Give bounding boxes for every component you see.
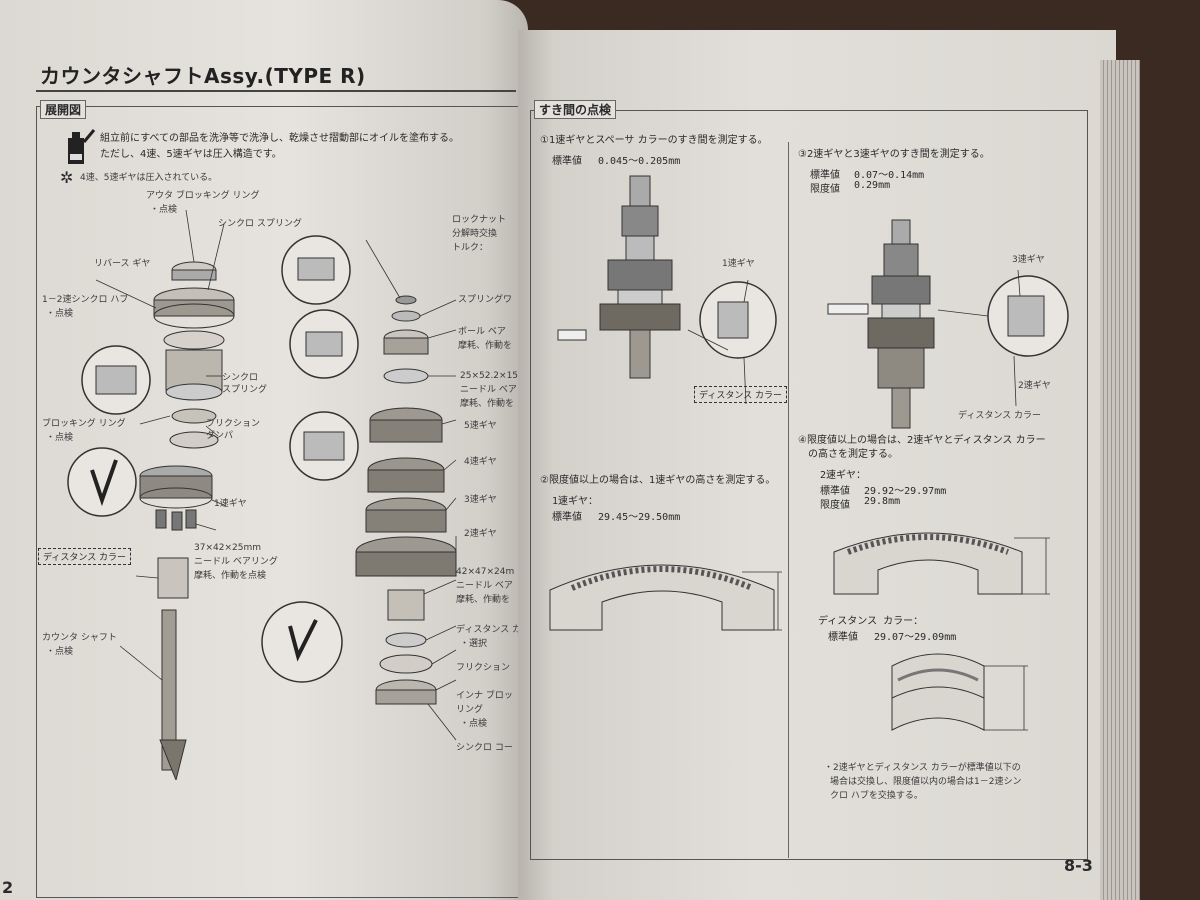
step1-drawing (557, 175, 777, 405)
label-synchro-spring: シンクロ スプリング (222, 373, 268, 395)
collar-std-label: 標準値 (828, 632, 858, 643)
label-hub-check: ・点検 (46, 309, 74, 319)
bottom-note-1: ・2速ギヤとディスタンス カラーが標準値以下の (824, 763, 1021, 773)
label-inner-ring2: リング (456, 705, 484, 715)
left-gear-stack (139, 261, 235, 780)
step1-std-label: 標準値 (552, 156, 582, 167)
label-outer-ring-check: ・点検 (150, 205, 178, 215)
step1-collar-label: ディスタンス カラー (694, 386, 788, 403)
label-blocking-ring: ブロッキング リング (42, 419, 126, 429)
step2-gear3-label: 3速ギヤ (1012, 255, 1045, 265)
gear1-height-drawing (549, 564, 782, 631)
label-ball-bearing: ボール ベア (458, 327, 506, 337)
section-label-exploded: 展開図 (40, 100, 87, 119)
label-countershaft: カウンタ シャフト (42, 633, 117, 643)
label-spring-washer: スプリングワ (458, 295, 513, 305)
label-bearing3-size: 42×47×24m (456, 567, 515, 577)
label-bearing2-name: ニードル ベア (460, 385, 517, 395)
step2b-text2: の高さを測定する。 (808, 449, 898, 460)
step2-drawing (827, 219, 1069, 429)
label-gear2: 2速ギヤ (464, 529, 497, 539)
page-title: カウンタシャフトAssy.(TYPE R) (40, 64, 366, 88)
collar-drawing (891, 653, 1028, 731)
label-reverse-gear: リバース ギヤ (94, 259, 151, 269)
label-synchro-spring-top: シンクロ スプリング (218, 219, 302, 229)
title-rule (36, 90, 516, 92)
step1b-gear: 1速ギヤ： (552, 496, 599, 507)
step2-std-label: 標準値 (810, 170, 840, 181)
step2b-limit-value: 29.8mm (864, 496, 901, 507)
step1b-std-label: 標準値 (552, 512, 582, 523)
oil-instruction: 組立前にすべての部品を洗浄等で洗浄し、乾燥させ摺動部にオイルを塗布する。 (100, 133, 459, 144)
label-torque: トルク： (452, 243, 489, 253)
label-bearing1-size: 37×42×25mm (194, 543, 261, 553)
label-inner-check: ・点検 (460, 719, 488, 729)
step2-text: ③2速ギヤと3速ギヤのすき間を測定する。 (798, 149, 990, 160)
step1b-std-value: 29.45～29.50mm (598, 512, 681, 523)
label-bearing3-note: 摩耗、作動を (456, 595, 511, 605)
right-gear-stack (355, 295, 457, 705)
note-line-2: ただし、4速、5速ギヤは圧入構造です。 (100, 149, 282, 160)
step2b-text1: ④限度値以上の場合は、2速ギヤとディスタンス カラー (798, 435, 1046, 446)
label-select: ・選択 (460, 639, 488, 649)
page-number-left: 2 (2, 878, 14, 897)
step2-limit-value: 0.29mm (854, 180, 891, 191)
page-number-right: 8-3 (1064, 856, 1093, 875)
label-locknut-note: 分解時交換 (452, 229, 498, 239)
label-countershaft-check: ・点検 (46, 647, 74, 657)
clearance-frame (530, 110, 1088, 860)
step2-std-value: 0.07～0.14mm (854, 170, 925, 181)
exploded-drawing (67, 209, 457, 780)
label-hub: 1－2速シンクロ ハブ (42, 295, 129, 305)
step1b-text: ②限度値以上の場合は、1速ギヤの高さを測定する。 (540, 475, 776, 486)
label-gear4: 4速ギヤ (464, 457, 497, 467)
page-edges (1100, 60, 1140, 900)
step2-limit-label: 限度値 (810, 184, 840, 195)
collar-title: ディスタンス カラー： (818, 616, 924, 627)
label-gear1: 1速ギヤ (214, 499, 247, 509)
step2b-gear: 2速ギヤ： (820, 470, 867, 481)
label-locknut: ロックナット (452, 215, 507, 225)
label-synchro-cone: シンクロ コー (456, 743, 513, 753)
label-bearing3-name: ニードル ベア (456, 581, 513, 591)
asterisk-icon: ✲ (60, 168, 74, 187)
right-page: すき間の点検 ①1速ギヤとスペーサ カラーのすき間を測定する。 標準値 0.04… (518, 30, 1116, 900)
label-friction-damper2: フリクション (456, 663, 511, 673)
step2b-limit-label: 限度値 (820, 500, 850, 511)
step1-text: ①1速ギヤとスペーサ カラーのすき間を測定する。 (540, 135, 768, 146)
bottom-note-2: 場合は交換し、限度値以内の場合は1－2速シン (830, 777, 1022, 787)
label-bearing2-note: 摩耗、作動を (460, 399, 515, 409)
step1-gear-label: 1速ギヤ (722, 259, 755, 269)
label-bearing1-note: 摩耗、作動を点検 (194, 571, 267, 581)
label-bearing1-name: ニードル ベアリング (194, 557, 278, 567)
left-page: カウンタシャフトAssy.(TYPE R) 展開図 組立前にすべての部品を洗浄等… (0, 0, 528, 900)
bottom-note-3: クロ ハブを交換する。 (830, 791, 923, 801)
step2b-std-label: 標準値 (820, 486, 850, 497)
label-bearing2-size: 25×52.2×15 (460, 371, 519, 381)
section-label-clearance: すき間の点検 (534, 100, 617, 119)
label-blocking-ring-check: ・点検 (46, 433, 74, 443)
label-ball-bearing-note: 摩耗、作動を (458, 341, 513, 351)
step1-std-value: 0.045～0.205mm (598, 156, 681, 167)
label-inner-ring: インナ ブロッ (456, 691, 513, 701)
label-distance-collar: ディスタンス カラー (38, 548, 132, 565)
step2-gear2-label: 2速ギヤ (1018, 381, 1051, 391)
note-line-3: 4速、5速ギヤは圧入されている。 (80, 173, 218, 183)
label-friction-damper: フリクション ダンパ (206, 419, 261, 441)
label-distance-collar2: ディスタンス カ (456, 625, 522, 635)
column-divider (788, 142, 789, 858)
oil-can-icon (68, 129, 96, 164)
collar-std-value: 29.07～29.09mm (874, 632, 957, 643)
label-gear3: 3速ギヤ (464, 495, 497, 505)
step2b-std-value: 29.92～29.97mm (864, 486, 947, 497)
gear2-height-drawing (833, 532, 1050, 595)
step2-collar-label: ディスタンス カラー (958, 411, 1042, 421)
label-gear5: 5速ギヤ (464, 421, 497, 431)
label-outer-ring: アウタ ブロッキング リング (146, 191, 260, 201)
